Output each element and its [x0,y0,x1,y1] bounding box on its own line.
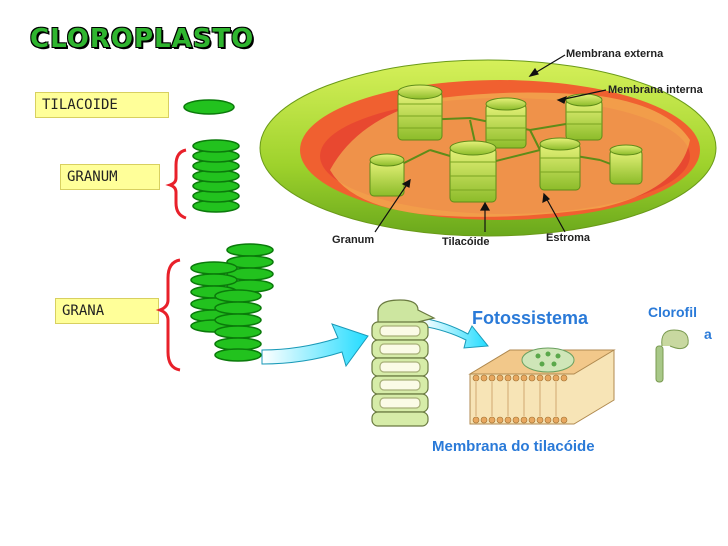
page-title: CLOROPLASTO [30,24,255,54]
grana-bracket [155,258,181,372]
label-membrana-externa: Membrana externa [566,48,664,60]
label-clorofila-line2: a [704,326,712,342]
thylakoid-disk [183,99,235,115]
label-tilacoide-illustration: Tilacóide [442,236,490,248]
label-estroma: Estroma [546,232,591,244]
photosystem [521,347,575,373]
chlorophyll-molecule [655,329,689,383]
grana-stack [190,243,274,362]
label-clorofila-line1: Clorofil [648,304,697,320]
arrow-to-stack [261,323,369,368]
arrow-to-membrane [421,317,489,349]
thylakoid-stack-side [371,299,436,427]
thylakoid-membrane [468,347,616,425]
label-fotossistema: Fotossistema [472,308,589,328]
label-tilacoide: TILACOIDE [35,92,169,118]
label-membrana-tilacoide: Membrana do tilacóide [432,438,595,455]
label-grana: GRANA [55,298,159,324]
label-granum: GRANUM [60,164,160,190]
chloroplast-illustration [259,54,717,237]
label-granum-illustration: Granum [332,234,375,246]
label-membrana-interna: Membrana interna [608,84,703,96]
granum-bracket [165,148,187,220]
granum-stack [192,139,240,213]
